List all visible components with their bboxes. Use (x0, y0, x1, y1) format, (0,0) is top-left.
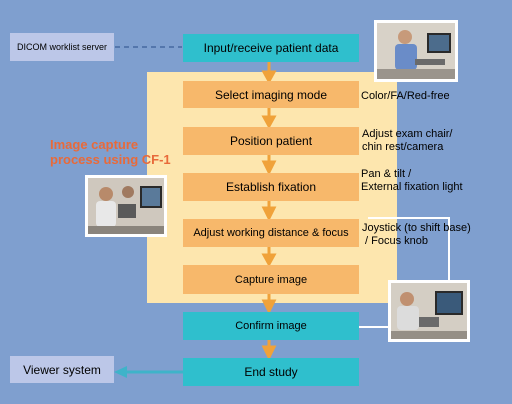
title-line-1: Image capture (50, 137, 139, 152)
step-position-label: Position patient (229, 134, 313, 148)
step-confirm: Confirm image (183, 312, 359, 340)
note-adjust: Joystick (to shift base) / Focus knob (362, 222, 471, 248)
step-input-label: Input/receive patient data (203, 41, 339, 55)
step-select-label: Select imaging mode (214, 87, 328, 102)
photo-operator-top (374, 20, 458, 82)
dicom-label: DICOM worklist server (16, 42, 107, 52)
step-end: End study (183, 358, 359, 386)
operator-image-top (377, 23, 455, 79)
step-position: Position patient (183, 127, 359, 155)
step-confirm-label: Confirm image (235, 320, 307, 332)
operator-image-left (88, 178, 164, 234)
note-fixation-line-1: Pan & tilt / (361, 168, 412, 180)
note-adjust-line-1: Joystick (to shift base) (362, 222, 471, 234)
step-end-label: End study (244, 365, 298, 379)
note-position-line-2: chin rest/camera (362, 141, 444, 153)
step-fixation: Establish fixation (183, 173, 359, 201)
viewer-label: Viewer system (23, 362, 101, 377)
note-select-text: Color/FA/Red-free (361, 90, 450, 102)
feedback-line-right (368, 217, 450, 280)
diagram-title: Image capture process using CF-1 (50, 137, 171, 167)
note-fixation-line-2: External fixation light (361, 181, 463, 193)
step-input: Input/receive patient data (183, 34, 359, 62)
step-adjust: Adjust working distance & focus (183, 219, 359, 247)
note-position-line-1: Adjust exam chair/ (362, 128, 453, 140)
viewer-arrowhead (114, 366, 127, 378)
title-line-2: process using CF-1 (50, 152, 171, 167)
viewer-box: Viewer system (10, 356, 114, 383)
step-capture: Capture image (183, 265, 359, 294)
photo-operator-bottom (388, 280, 470, 342)
note-position: Adjust exam chair/ chin rest/camera (362, 128, 452, 154)
operator-image-bottom (391, 283, 467, 339)
dicom-server-box: DICOM worklist server (10, 33, 114, 61)
step-adjust-label: Adjust working distance & focus (193, 227, 349, 239)
note-adjust-line-2: / Focus knob (362, 235, 429, 247)
note-select: Color/FA/Red-free (361, 90, 450, 103)
step-capture-label: Capture image (234, 273, 308, 286)
step-fixation-label: Establish fixation (225, 180, 317, 194)
step-select: Select imaging mode (183, 81, 359, 108)
photo-operator-left (85, 175, 167, 237)
note-fixation: Pan & tilt / External fixation light (361, 168, 463, 194)
